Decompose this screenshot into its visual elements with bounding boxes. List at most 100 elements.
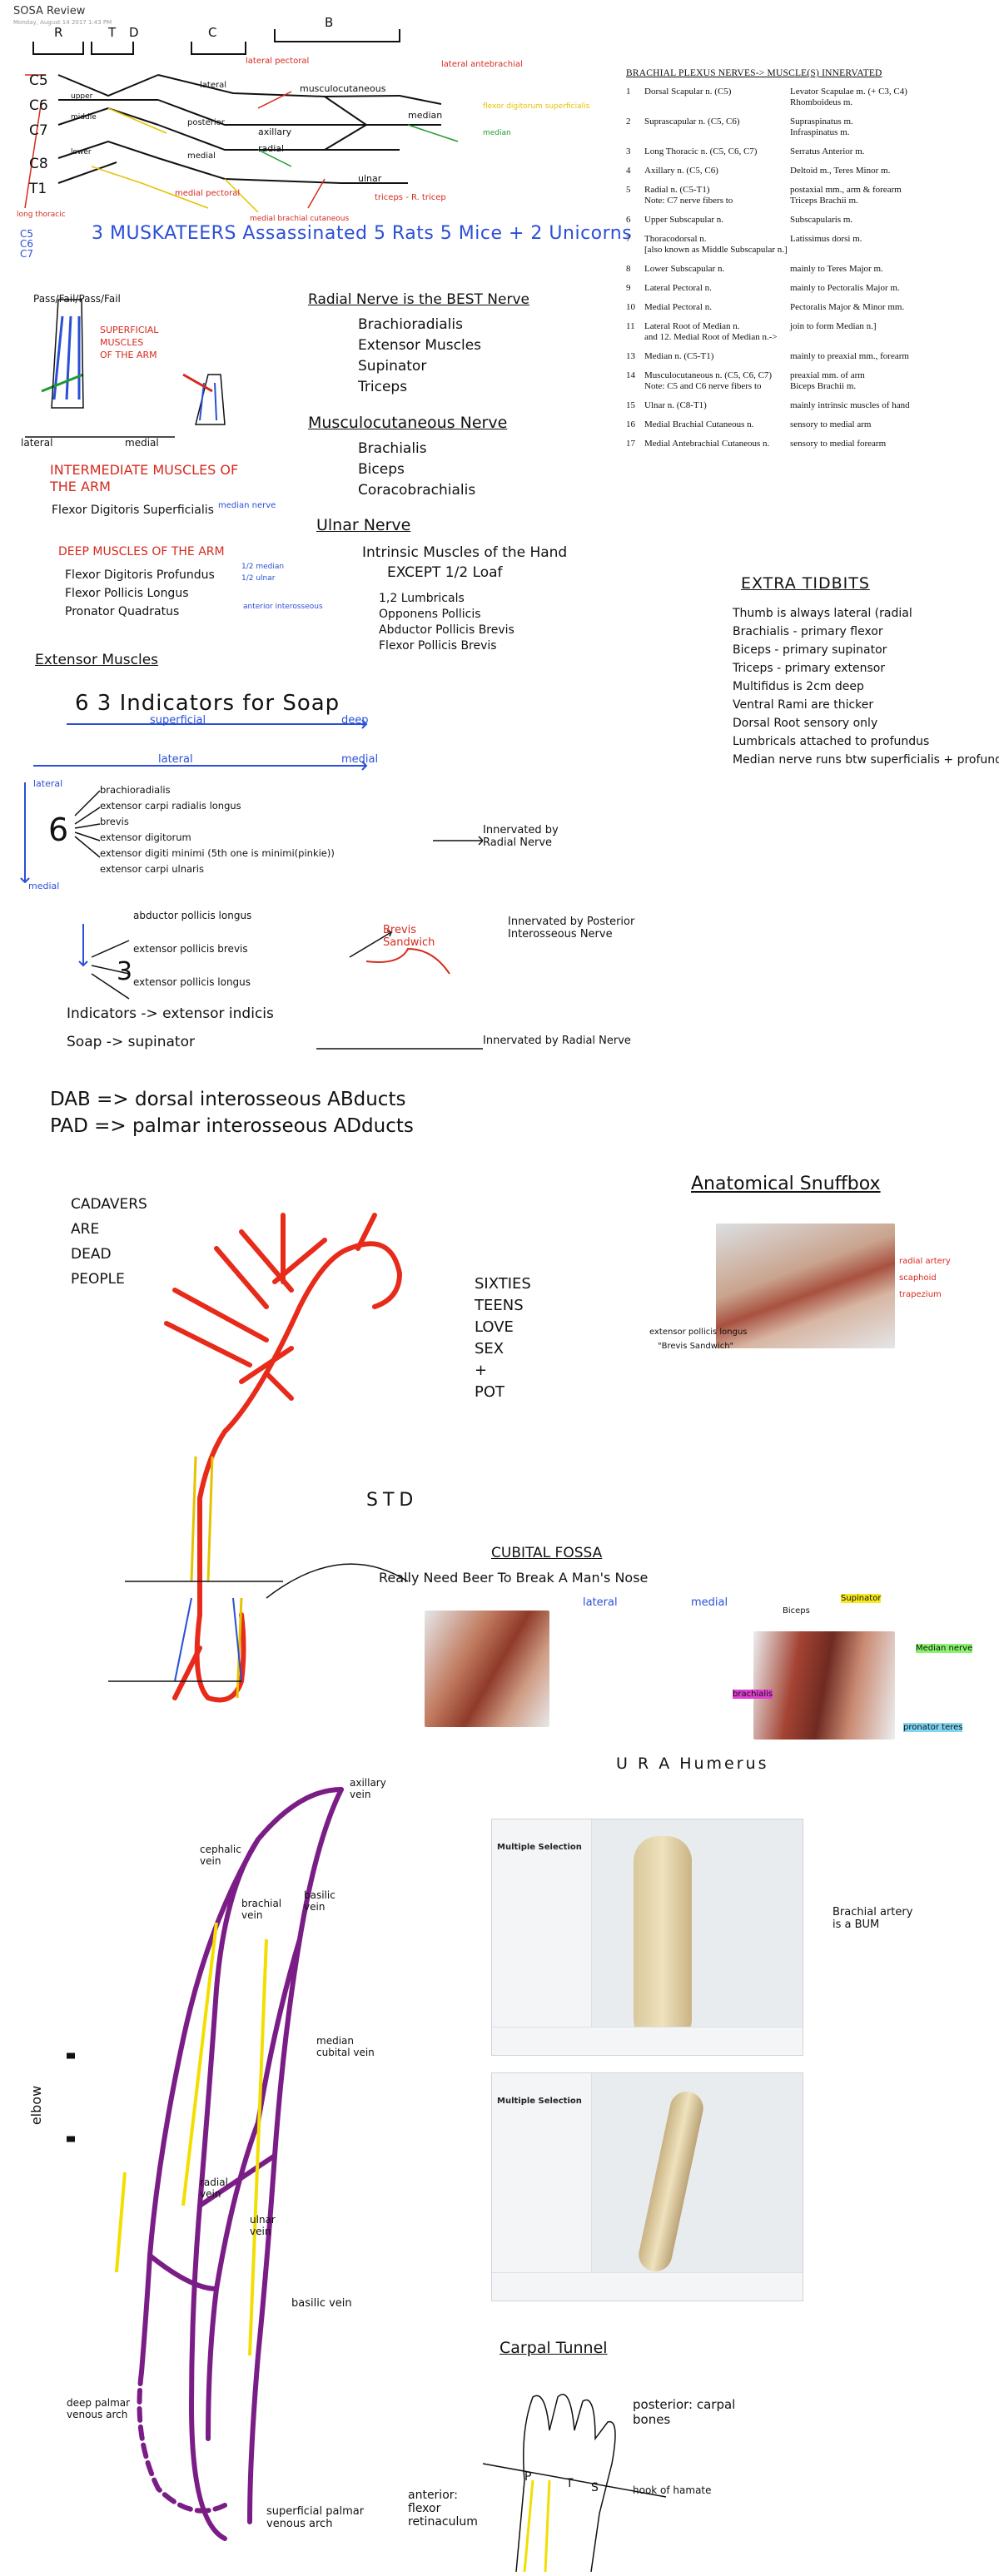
tidbit-item: Biceps - primary supinator — [733, 643, 887, 657]
cubital-tag-supinator: Supinator — [841, 1594, 882, 1603]
extensor-six-item: extensor carpi ulnaris — [100, 863, 204, 875]
page-header: SOSA Review Monday, August 14 2017 1:43 … — [13, 5, 112, 26]
table-cell-number: 7 — [626, 234, 631, 244]
vein-basilic-lower: basilic vein — [291, 2297, 352, 2310]
tidbit-item: Multifidus is 2cm deep — [733, 680, 864, 693]
artery-mnemonic-2-item: + — [475, 1362, 488, 1379]
carpal-heading: Carpal Tunnel — [500, 2339, 608, 2357]
artery-mnemonic-item: PEOPLE — [71, 1271, 125, 1288]
extensor-lateral: lateral — [158, 753, 193, 766]
deep-muscle-item: Pronator Quadratus — [65, 605, 180, 618]
musculocutaneous-item: Brachialis — [358, 440, 427, 457]
svg-text:long thoracic: long thoracic — [17, 211, 66, 219]
pad-line: PAD => palmar interosseous ADducts — [50, 1115, 414, 1137]
deep-note-ai: anterior interosseous — [243, 603, 323, 611]
page-title: SOSA Review — [13, 5, 86, 17]
artery-mnemonic-item: CADAVERS — [71, 1196, 147, 1213]
vein-axillary: axillary vein — [350, 1777, 386, 1800]
carpal-hamate: hook of hamate — [633, 2484, 712, 2496]
table-cell-muscle: mainly to Pectoralis Major m. — [790, 283, 900, 293]
svg-text:OF THE ARM: OF THE ARM — [100, 350, 157, 360]
carpal-posterior: posterior: carpal bones — [633, 2397, 736, 2427]
extensor-six-item: brachioradialis — [100, 784, 171, 796]
radial-nerve-heading: Radial Nerve is the BEST Nerve — [308, 291, 529, 308]
table-cell-number: 14 — [626, 370, 635, 380]
radial-nerve-block: Radial Nerve is the BEST Nerve Brachiora… — [308, 291, 529, 398]
pass-fail-note: Pass/Fail/Pass/Fail — [33, 293, 121, 305]
cubital-tag-brachialis: brachialis — [733, 1690, 773, 1699]
svg-text:median: median — [408, 110, 442, 121]
snuffbox-photo — [716, 1223, 895, 1348]
vein-deep-palmar: deep palmar venous arch — [67, 2397, 131, 2420]
table-cell-number: 15 — [626, 400, 635, 410]
three-note: Innervated by Posterior Interosseous Ner… — [508, 916, 635, 941]
svg-text:lateral antebrachial: lateral antebrachial — [441, 60, 523, 69]
svg-text:6: 6 — [48, 812, 68, 848]
table-cell-number: 8 — [626, 264, 631, 274]
table-cell-nerve: Thoracodorsal n. [also known as Middle S… — [644, 234, 788, 255]
extensor-three-item: abductor pollicis longus — [133, 910, 252, 921]
radial-nerve-item: Brachioradialis — [358, 316, 463, 333]
svg-text:C7: C7 — [29, 122, 48, 139]
musculocutaneous-heading: Musculocutaneous Nerve — [308, 414, 508, 432]
svg-text:middle: middle — [71, 113, 97, 122]
table-cell-number: 6 — [626, 215, 631, 225]
table-cell-nerve: Ulnar n. (C8-T1) — [644, 400, 707, 410]
svg-text:lateral: lateral — [200, 81, 226, 90]
svg-text:S: S — [591, 2481, 599, 2494]
svg-text:radial: radial — [258, 143, 284, 154]
table-cell-nerve: Suprascapular n. (C5, C6) — [644, 117, 740, 127]
snuffbox-scaphoid: scaphoid — [899, 1273, 937, 1283]
ulnar-nerve-item: 1,2 Lumbricals — [379, 592, 465, 605]
six-note: Innervated by Radial Nerve — [483, 824, 559, 849]
snuffbox-heading: Anatomical Snuffbox — [691, 1174, 881, 1194]
table-cell-muscle: Serratus Anterior m. — [790, 146, 865, 156]
humerus-bone-2 — [635, 2088, 707, 2275]
table-row: 11 Lateral Root of Median n. and 12. Medi… — [626, 321, 992, 343]
artery-mnemonic-2-item: SIXTIES — [475, 1275, 531, 1293]
table-cell-muscle: join to form Median n.] — [790, 321, 877, 331]
table-cell-number: 1 — [626, 87, 631, 97]
svg-text:posterior: posterior — [187, 118, 226, 127]
extensor-deep: deep — [341, 714, 369, 727]
svg-text:medial: medial — [187, 151, 216, 161]
humerus-bone-1 — [634, 1836, 692, 2044]
table-header: BRACHIAL PLEXUS NERVES-> MUSCLE(S) INNER… — [626, 68, 882, 78]
cubital-tag-pronator: pronator teres — [903, 1723, 963, 1732]
radial-nerve-item: Supinator — [358, 358, 427, 375]
cubital-photo-left — [425, 1611, 549, 1727]
vein-brachial: brachial vein — [241, 1898, 282, 1921]
extensor-heading: Extensor Muscles — [35, 652, 159, 668]
extensor-six-item: extensor digiti minimi (5th one is minim… — [100, 847, 335, 859]
snuffbox-trapezium: trapezium — [899, 1290, 942, 1299]
table-cell-nerve: Lateral Root of Median n. and 12. Medial… — [644, 321, 778, 342]
nerve-table: BRACHIAL PLEXUS NERVES-> MUSCLE(S) INNER… — [626, 68, 992, 458]
table-cell-muscle: Latissimus dorsi m. — [790, 234, 862, 244]
artery-mnemonic-item: ARE — [71, 1221, 100, 1238]
humerus-panel-2-title: Multiple Selection — [497, 2097, 582, 2106]
snuffbox-radial-artery: radial artery — [899, 1257, 951, 1266]
table-cell-nerve: Lower Subscapular n. — [644, 264, 725, 274]
table-cell-number: 11 — [626, 321, 635, 331]
humerus-panel-1-title: Multiple Selection — [497, 1843, 582, 1852]
table-cell-nerve: Long Thoracic n. (C5, C6, C7) — [644, 146, 758, 156]
superficial-medial: medial — [125, 437, 159, 449]
svg-text:C: C — [208, 25, 216, 40]
svg-text:median: median — [483, 129, 511, 137]
tidbit-item: Median nerve runs btw superficialis + pr… — [733, 753, 999, 767]
deep-note-median: 1/2 median — [241, 563, 285, 571]
